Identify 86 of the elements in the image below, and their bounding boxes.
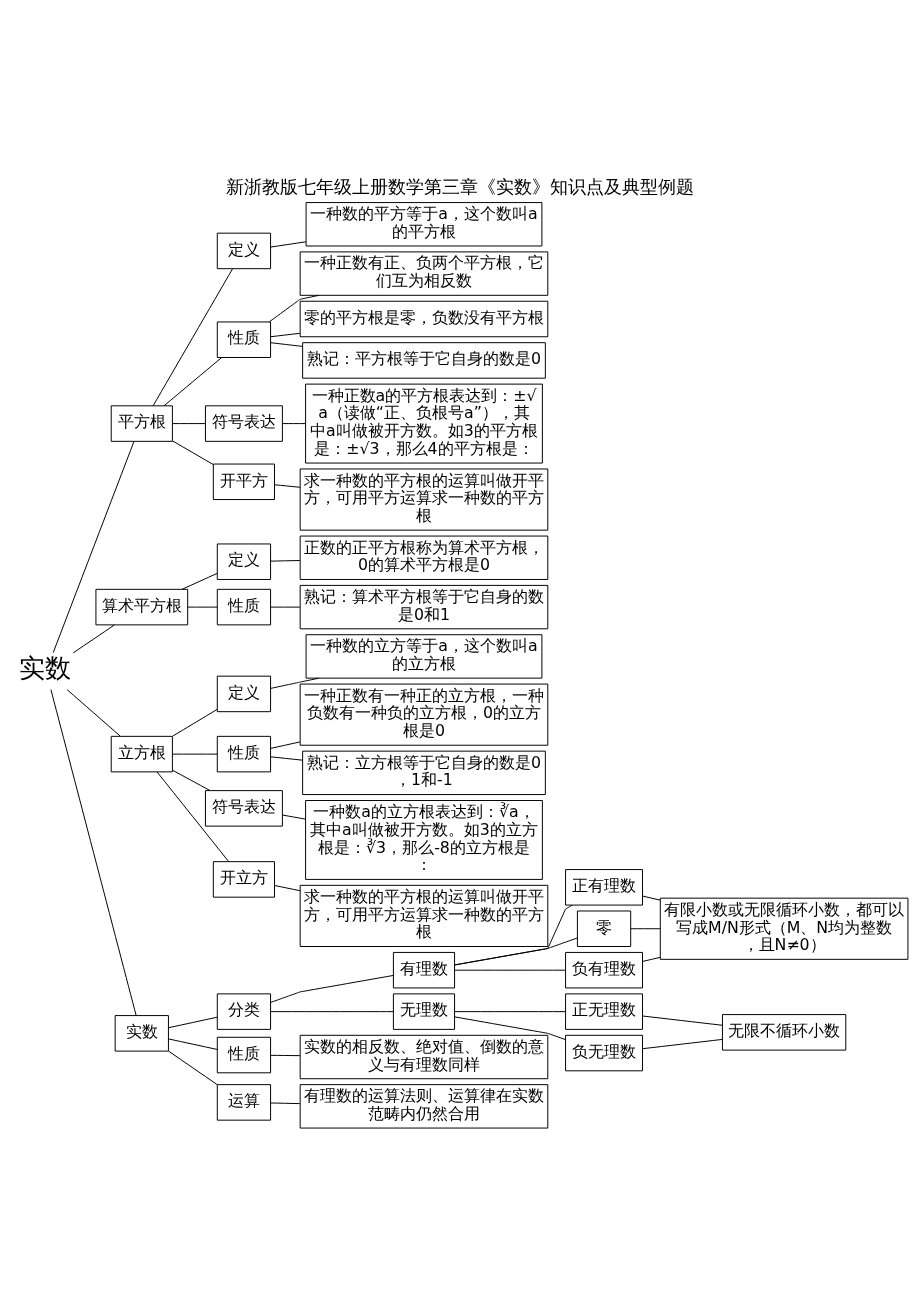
- node-box: 正数的正平方根称为算术平方根，0的算术平方根是0: [299, 535, 549, 580]
- node-box: 熟记：立方根等于它自身的数是0，1和-1: [302, 750, 546, 795]
- connector: [270, 677, 320, 689]
- node-box: 有理数: [392, 951, 456, 988]
- connector: [270, 755, 303, 761]
- node-box: 正无理数: [565, 992, 644, 1030]
- connector: [168, 1050, 218, 1085]
- node-box: 无理数: [392, 992, 456, 1030]
- connector: [72, 624, 115, 653]
- node-box: 零的平方根是零，负数没有平方根: [299, 300, 549, 337]
- node-box: 求一种数的平方根的运算叫做开平方，可用平方运算求一种数的平方根: [299, 467, 549, 531]
- connector: [454, 1015, 566, 1040]
- connector: [642, 1038, 723, 1049]
- connector: [642, 895, 661, 901]
- connector: [274, 884, 301, 891]
- node-text: 实数: [19, 652, 72, 683]
- connector: [172, 422, 206, 424]
- connector: [50, 688, 137, 1016]
- connector: [172, 753, 218, 755]
- node-box: 一种数a的立方根表达到：∛a，其中a叫做被开方数。如3的立方根是：∛3，那么-8的立方根是：: [305, 799, 543, 880]
- connector: [270, 341, 303, 347]
- connector: [454, 969, 566, 971]
- connector: [187, 606, 218, 608]
- connector: [268, 294, 320, 322]
- node-box: 定义: [216, 675, 272, 712]
- connector: [152, 267, 233, 406]
- node-box: 求一种数的平方根的运算叫做开平方，可用平方运算求一种数的平方根: [299, 884, 549, 947]
- node-box: 零: [576, 910, 632, 947]
- connector: [52, 440, 135, 653]
- connector: [270, 240, 307, 248]
- node-box: 运算: [216, 1083, 272, 1121]
- node-box: 性质: [216, 735, 272, 772]
- node-box: 平方根: [110, 404, 173, 442]
- node-box: 一种数的平方等于a，这个数叫a的平方根: [305, 201, 543, 246]
- connector: [454, 936, 578, 965]
- connector: [630, 927, 661, 929]
- node-box: 分类: [216, 992, 272, 1030]
- connector: [172, 769, 211, 791]
- node-box: 符号表达: [204, 404, 283, 442]
- connector: [270, 974, 394, 1003]
- node-box: 一种正数有正、负两个平方根，它们互为相反数: [299, 250, 549, 296]
- connector: [66, 688, 121, 737]
- node-box: 符号表达: [204, 789, 283, 827]
- connector: [270, 740, 301, 749]
- node-box: 性质: [216, 1036, 272, 1073]
- node-box: 实数的相反数、绝对值、倒数的意义与有理数同样: [299, 1034, 549, 1079]
- connector: [172, 439, 214, 465]
- connector: [172, 708, 218, 737]
- node-box: 开立方: [212, 860, 275, 898]
- node-box: 定义: [216, 542, 272, 580]
- connector: [156, 771, 230, 862]
- connector: [270, 606, 301, 608]
- node-box: 算术平方根: [95, 588, 189, 625]
- connector: [168, 1037, 218, 1050]
- node-box: 负有理数: [565, 951, 644, 988]
- node-box: 定义: [216, 232, 272, 269]
- connector: [642, 956, 661, 962]
- connector: [642, 1015, 723, 1026]
- node-box: 有限小数或无限循环小数，都可以写成M/N形式（M、N均为整数，且N≠0）: [659, 897, 909, 960]
- connector: [168, 1016, 218, 1028]
- connector: [282, 422, 306, 424]
- connector: [274, 483, 301, 488]
- node-box: 性质: [216, 588, 272, 625]
- connector: [270, 559, 301, 562]
- connector: [270, 332, 301, 337]
- node-box: 一种数的立方等于a，这个数叫a的立方根: [305, 633, 543, 679]
- node-box: 熟记：算术平方根等于它自身的数是0和1: [299, 584, 549, 629]
- node-box: 开平方: [212, 463, 275, 500]
- connector: [181, 572, 218, 590]
- node-box: 正有理数: [565, 868, 644, 906]
- connector: [282, 814, 306, 820]
- connector: [454, 1010, 566, 1012]
- node-box: 有理数的运算法则、运算律在实数范畴内仍然合用: [299, 1083, 549, 1129]
- connector: [163, 356, 223, 406]
- diagram-title: 新浙教版七年级上册数学第三章《实数》知识点及典型例题: [226, 176, 694, 197]
- node-box: 立方根: [110, 735, 173, 772]
- connector: [270, 1010, 394, 1012]
- node-box: 一种正数a的平方根表达到：±√a（读做“正、负根号a”），其中a叫做被开方数。如3的平方根是：±√3，那么4的平方根是：: [305, 383, 543, 464]
- node-box: 负无理数: [565, 1034, 644, 1071]
- node-box: 性质: [216, 320, 272, 358]
- node-box: 无限不循环小数: [721, 1013, 847, 1051]
- node-box: 实数: [114, 1014, 169, 1052]
- connector: [270, 1054, 301, 1056]
- node-box: 一种正数有一种正的立方根，一种负数有一种负的立方根，0的立方根是0: [299, 683, 549, 746]
- node-box: 熟记：平方根等于它自身的数是0: [302, 341, 546, 379]
- connector: [270, 1101, 301, 1104]
